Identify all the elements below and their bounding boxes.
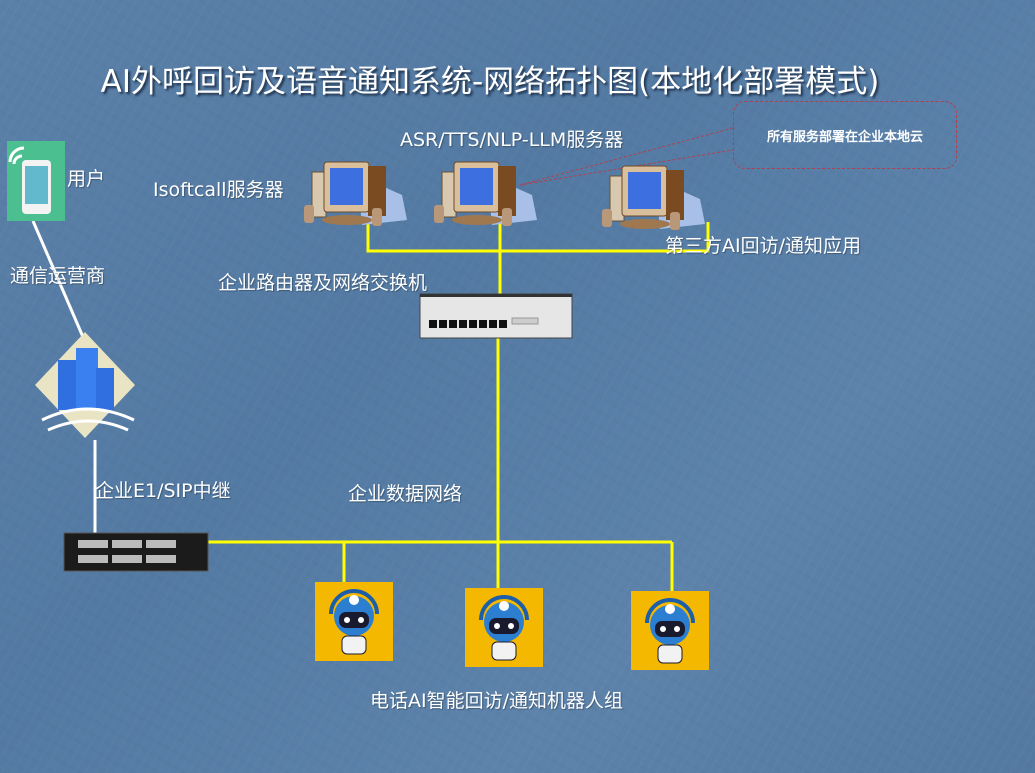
page-title: AI外呼回访及语音通知系统-网络拓扑图(本地化部署模式) — [100, 64, 880, 100]
isoftcall-label: Isoftcall服务器 — [153, 179, 284, 201]
network-links — [208, 222, 710, 591]
asr-server-icon — [433, 161, 538, 227]
data-network-label: 企业数据网络 — [348, 483, 463, 505]
user-label: 用户 — [67, 168, 106, 190]
callout-pointer — [519, 127, 734, 186]
callout-text: 所有服务部署在企业本地云 — [766, 129, 923, 145]
isoftcall-server-icon — [303, 161, 408, 227]
trunk-label: 企业E1/SIP中继 — [95, 480, 231, 502]
ai-robot-icon — [629, 589, 711, 672]
deployment-callout: 所有服务部署在企业本地云 — [733, 101, 957, 169]
robots-label: 电话AI智能回访/通知机器人组 — [370, 690, 624, 712]
router-label: 企业路由器及网络交换机 — [218, 272, 428, 294]
phone-icon — [7, 141, 65, 221]
e1-sip-gateway-icon — [63, 532, 209, 572]
ai-robot-icon — [313, 580, 395, 663]
third-party-label: 第三方AI回访/通知应用 — [665, 235, 862, 257]
third-party-server-icon — [601, 165, 706, 231]
asr-label: ASR/TTS/NLP-LLM服务器 — [400, 129, 624, 151]
ai-robot-icon — [463, 586, 545, 669]
server-bus — [366, 222, 710, 253]
carrier-label: 通信运营商 — [10, 265, 106, 287]
network-switch-icon — [419, 293, 573, 339]
carrier-building-icon — [35, 332, 135, 438]
carrier-link — [31, 220, 85, 338]
